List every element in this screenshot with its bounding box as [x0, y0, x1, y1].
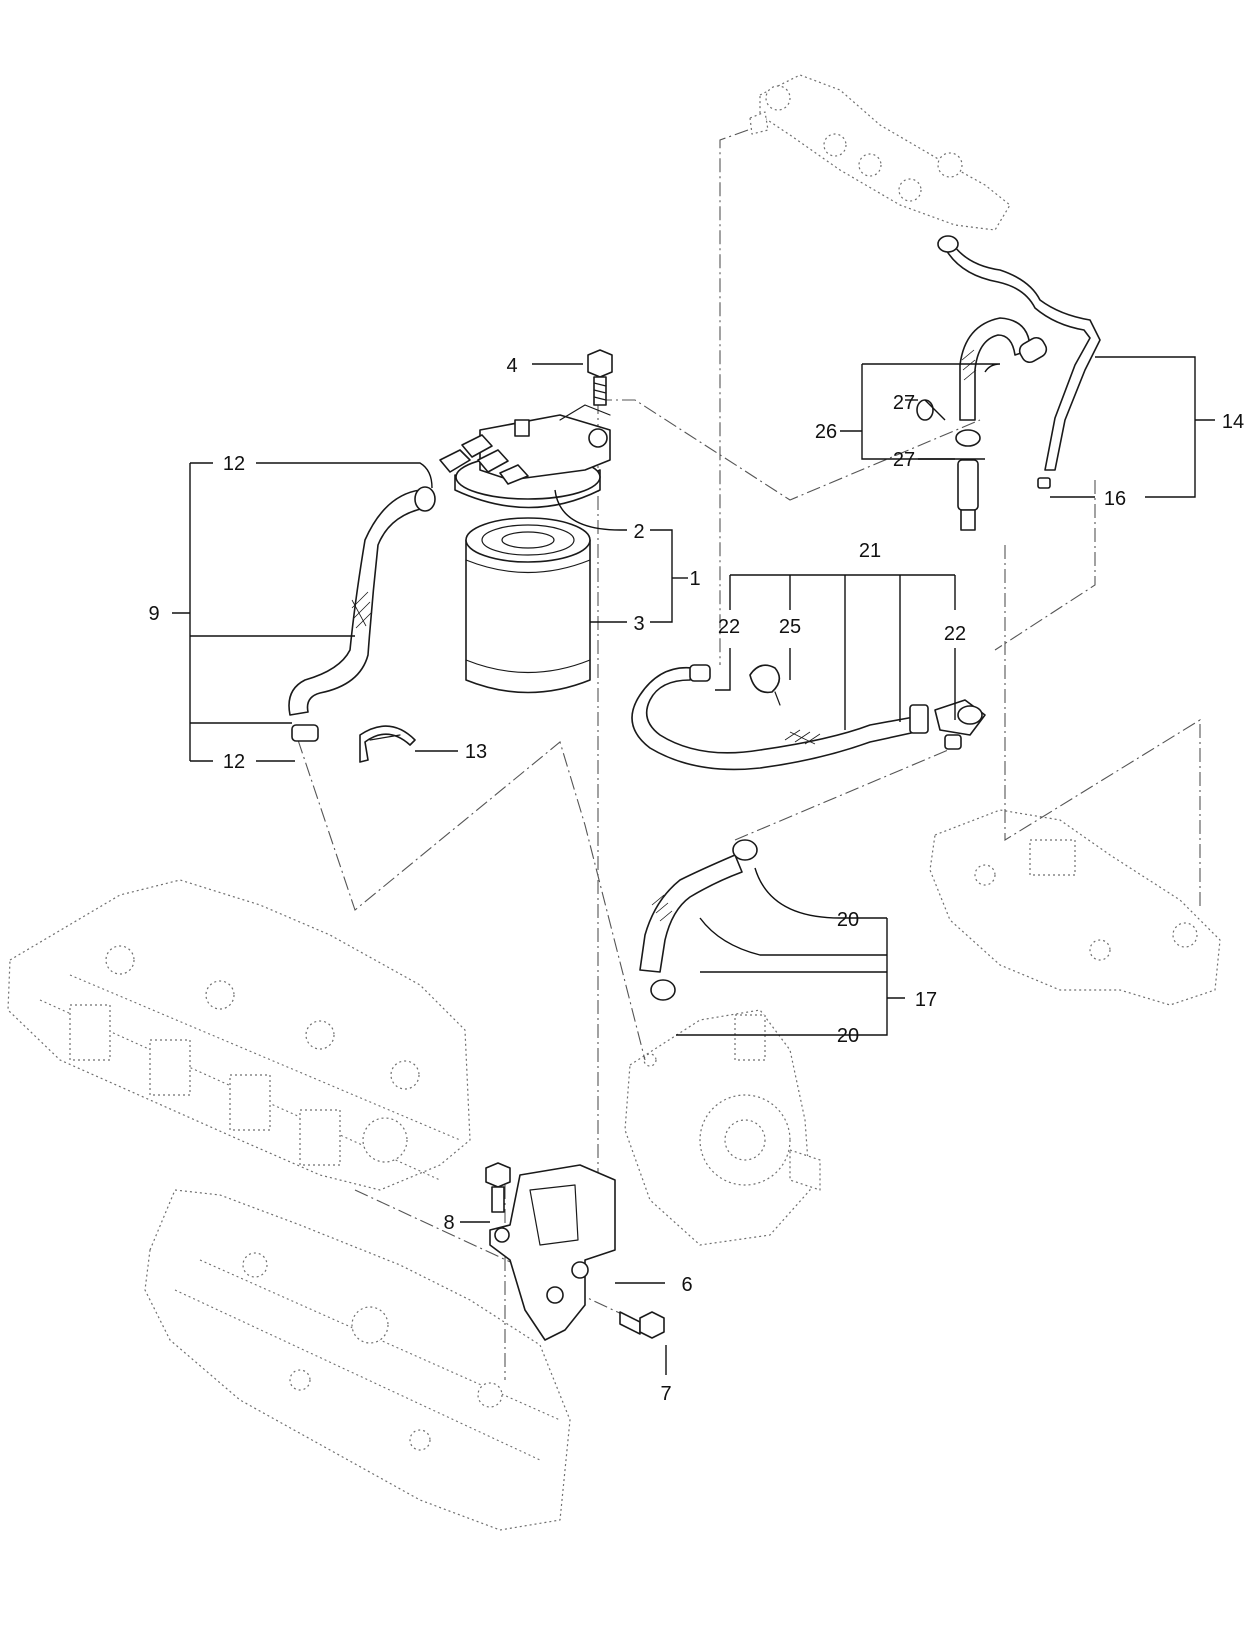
callout-16: 16	[1104, 488, 1126, 510]
callout-labels: 4 2 1 3 12 9 12 13 21 22 25 22 27 26 27 …	[148, 355, 1244, 1405]
return-hose-assembly	[631, 664, 986, 771]
callout-7: 7	[660, 1383, 671, 1405]
callout-12-upper: 12	[223, 453, 245, 475]
fuel-hose-assembly	[288, 486, 436, 742]
callout-2: 2	[633, 521, 644, 543]
callout-14: 14	[1222, 411, 1244, 433]
callout-21: 21	[859, 540, 881, 562]
injection-pump-ghost	[624, 1009, 821, 1246]
thermostat-housing-ghost	[929, 809, 1221, 1006]
callout-3: 3	[633, 613, 644, 635]
filter-head-bolt	[587, 349, 613, 406]
callout-leader-lines	[172, 356, 1215, 1375]
callout-27-lower: 27	[893, 449, 915, 471]
callout-4: 4	[506, 355, 517, 377]
fuel-rail-ghost	[749, 74, 1011, 231]
cylinder-head-ghost	[7, 879, 471, 1191]
hose-clip-strap	[359, 725, 416, 763]
leak-off-hose-26	[916, 317, 1048, 447]
fuel-filter-head	[439, 404, 611, 509]
connector-fitting	[957, 459, 979, 531]
callout-25: 25	[779, 616, 801, 638]
callout-1: 1	[689, 568, 700, 590]
fuel-filter-cartridge	[465, 517, 591, 694]
callout-13: 13	[465, 741, 487, 763]
callout-17: 17	[915, 989, 937, 1011]
callout-22-right: 22	[944, 623, 966, 645]
leak-off-line-14	[937, 235, 1101, 489]
fuel-supply-hose-17	[639, 839, 758, 1001]
callout-27-upper: 27	[893, 392, 915, 414]
bracket-lower-bolt	[619, 1311, 665, 1339]
filter-mounting-bracket	[489, 1164, 616, 1341]
callout-8: 8	[443, 1212, 454, 1234]
callout-20-upper: 20	[837, 909, 859, 931]
callout-6: 6	[681, 1274, 692, 1296]
callout-22-left: 22	[718, 616, 740, 638]
hose-clamp-25	[749, 664, 781, 706]
callout-12-lower: 12	[223, 751, 245, 773]
callout-9: 9	[148, 603, 159, 625]
intake-manifold-ghost	[144, 1189, 571, 1531]
callout-26: 26	[815, 421, 837, 443]
bracket-upper-bolt	[485, 1162, 511, 1213]
callout-20-lower: 20	[837, 1025, 859, 1047]
